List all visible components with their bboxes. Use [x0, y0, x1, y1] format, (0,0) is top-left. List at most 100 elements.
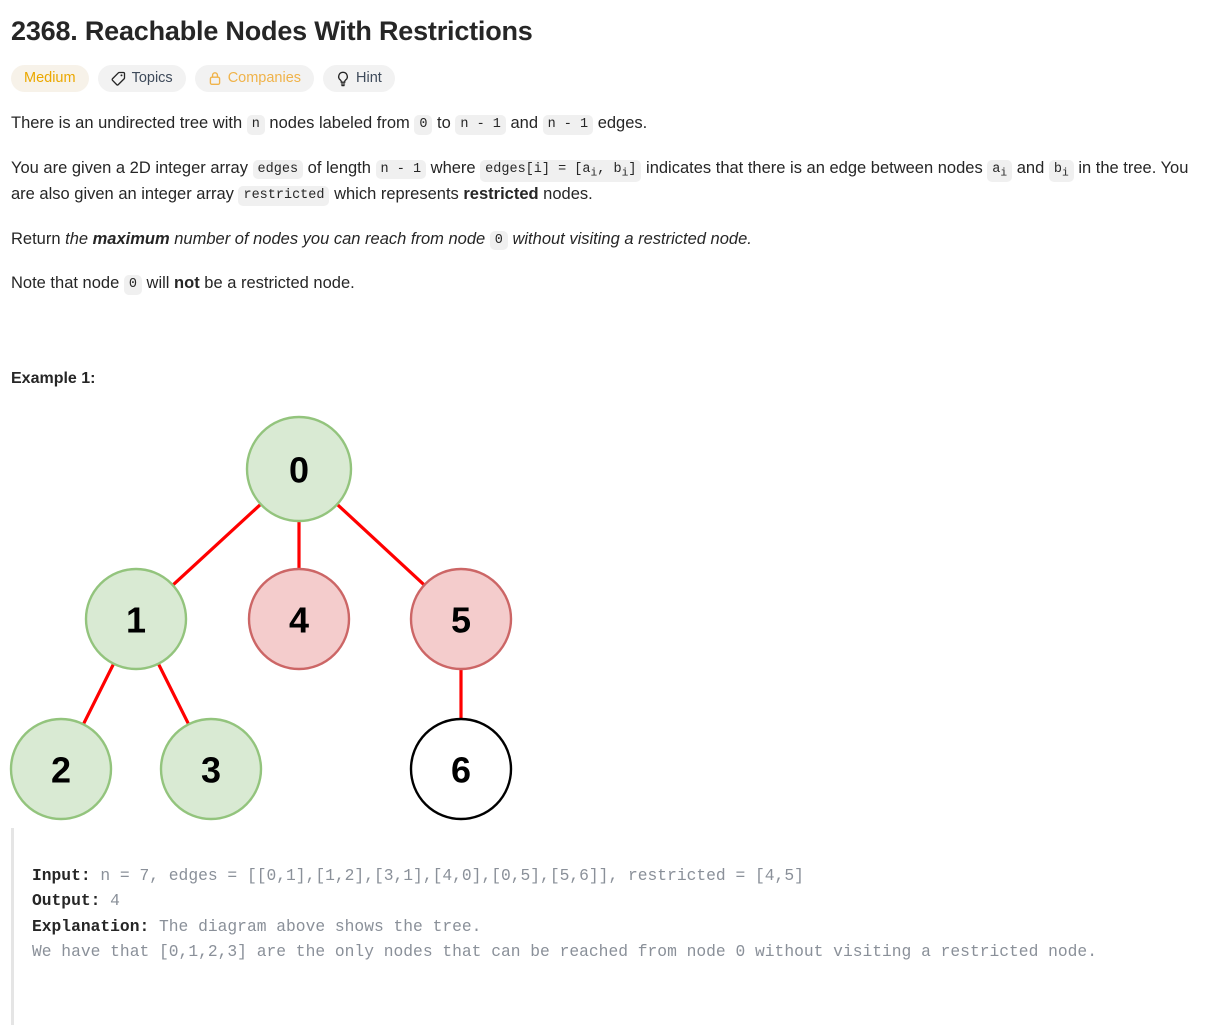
- tree-edge-1-2: [81, 662, 116, 726]
- page-title: 2368. Reachable Nodes With Restrictions: [11, 16, 533, 46]
- problem-page: 2368. Reachable Nodes With Restrictions …: [0, 16, 1211, 1025]
- inline-code-ai: ai: [987, 159, 1013, 183]
- inline-code: n: [246, 115, 265, 135]
- lightbulb-icon: [336, 71, 350, 87]
- text: will: [141, 274, 175, 293]
- topics-button[interactable]: Topics: [97, 65, 186, 93]
- inline-code-edges-i: edges[i] = [ai, bi]: [480, 159, 642, 183]
- tree-node-label-5: 5: [451, 599, 471, 640]
- inline-code: 0: [489, 230, 508, 251]
- inline-code: restricted: [238, 186, 330, 206]
- tree-node-2: 2: [9, 717, 113, 821]
- text: in the tree. You are also given an integ…: [11, 158, 1189, 204]
- difficulty-label: Medium: [24, 70, 76, 87]
- tree-node-0: 0: [245, 415, 353, 523]
- difficulty-badge[interactable]: Medium: [11, 65, 89, 93]
- example-heading: Example 1:: [11, 369, 96, 387]
- text: i: [590, 167, 598, 180]
- tree-node-label-4: 4: [289, 599, 309, 640]
- output-label: Output:: [32, 891, 101, 911]
- description-paragraph-3: Return the maximum number of nodes you c…: [11, 208, 1197, 253]
- text: which represents: [329, 185, 464, 204]
- text: You are given a 2D integer array: [11, 158, 253, 177]
- text: Note that node: [11, 274, 124, 293]
- tree-node-circle-2: [9, 717, 113, 821]
- tree-node-circle-3: [159, 717, 263, 821]
- description-paragraph-2: You are given a 2D integer array edges o…: [11, 137, 1197, 208]
- text: to: [432, 114, 456, 133]
- text-italic: without visiting a restricted node.: [507, 229, 752, 248]
- hint-label: Hint: [356, 70, 382, 87]
- tree-node-4: 4: [247, 567, 351, 671]
- input-value: n = 7, edges = [[0,1],[1,2],[3,1],[4,0],…: [90, 866, 804, 886]
- text: edges[i] = [a: [485, 161, 591, 177]
- text: and: [1012, 158, 1049, 177]
- text-bold: restricted: [463, 185, 539, 204]
- lock-icon: [208, 71, 222, 86]
- text: There is an undirected tree with: [11, 114, 247, 133]
- example-tree-diagram: 0 1 4 5 2 3 6: [0, 400, 1211, 821]
- hint-button[interactable]: Hint: [323, 65, 395, 93]
- tree-node-circle-4: [247, 567, 351, 671]
- inline-code: n - 1: [375, 159, 427, 180]
- text: i: [621, 167, 629, 180]
- tree-node-label-6: 6: [451, 749, 471, 790]
- tree-node-circle-0: [245, 415, 353, 523]
- inline-code: n - 1: [542, 115, 594, 135]
- tree-node-label-0: 0: [289, 449, 309, 490]
- tree-node-1: 1: [84, 567, 188, 671]
- description-paragraph-1: There is an undirected tree with n nodes…: [11, 92, 1197, 137]
- code-line-output: Output: 4: [32, 888, 1200, 913]
- example-code-block: Input: n = 7, edges = [[0,1],[1,2],[3,1]…: [11, 827, 1200, 1025]
- text: where: [426, 158, 481, 177]
- tree-node-label-1: 1: [126, 599, 146, 640]
- companies-button[interactable]: Companies: [194, 65, 315, 93]
- text-italic: number of nodes you can reach from node: [169, 229, 490, 248]
- text-italic-bold: maximum: [92, 229, 170, 248]
- badge-row: Medium Topics Companies: [0, 49, 1211, 93]
- code-line-explanation-2: We have that [0,1,2,3] are the only node…: [32, 941, 1097, 961]
- text: , b: [597, 161, 622, 177]
- text: edges.: [593, 114, 648, 133]
- text: nodes.: [538, 185, 593, 204]
- explanation-label: Explanation:: [32, 916, 150, 936]
- text: i: [1061, 167, 1069, 180]
- text: Return: [11, 229, 66, 248]
- tree-edge-0-5: [335, 502, 427, 587]
- tree-node-circle-1: [84, 567, 188, 671]
- tree-node-circle-6: [409, 717, 513, 821]
- text-bold: not: [174, 274, 200, 293]
- tree-node-label-3: 3: [201, 749, 221, 790]
- text: b: [1053, 161, 1062, 177]
- description-paragraph-4: Note that node 0 will not be a restricte…: [11, 252, 1197, 297]
- inline-code: edges: [252, 159, 304, 180]
- tree-node-label-2: 2: [51, 749, 71, 790]
- text: i: [1000, 167, 1008, 180]
- tree-edge-1-3: [156, 662, 191, 726]
- text: and: [505, 114, 543, 133]
- inline-code: 0: [123, 275, 142, 295]
- tag-icon: [111, 71, 126, 86]
- input-label: Input:: [32, 866, 91, 886]
- text: be a restricted node.: [199, 274, 355, 293]
- code-line-explanation: Explanation: The diagram above shows the…: [32, 914, 1200, 939]
- topics-label: Topics: [131, 70, 173, 87]
- tree-node-circle-5: [409, 567, 513, 671]
- inline-code-bi: bi: [1048, 159, 1074, 183]
- tree-node-6: 6: [409, 717, 513, 821]
- tree-svg: 0 1 4 5 2 3 6: [9, 415, 513, 821]
- tree-node-5: 5: [409, 567, 513, 671]
- tree-node-3: 3: [159, 717, 263, 821]
- code-line-input: Input: n = 7, edges = [[0,1],[1,2],[3,1]…: [32, 863, 1200, 888]
- explanation-value: The diagram above shows the tree.: [149, 916, 482, 936]
- text: of length: [303, 158, 376, 177]
- text: nodes labeled from: [264, 114, 415, 133]
- text: a: [992, 161, 1001, 177]
- text: indicates that there is an edge between …: [641, 158, 988, 177]
- problem-description: There is an undirected tree with n nodes…: [0, 92, 1211, 297]
- tree-edge-0-1: [170, 502, 263, 587]
- text-italic: the: [65, 229, 93, 248]
- companies-label: Companies: [227, 70, 302, 87]
- output-value: 4: [100, 891, 120, 911]
- inline-code: 0: [414, 115, 433, 135]
